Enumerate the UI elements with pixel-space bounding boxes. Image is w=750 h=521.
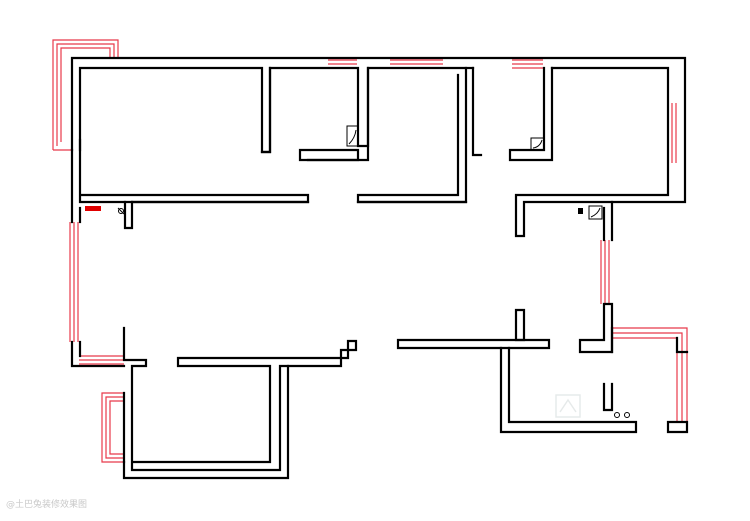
window-right-lower-bay xyxy=(612,327,688,422)
fixtures xyxy=(85,125,630,418)
valve-left xyxy=(117,207,125,215)
window-top-3 xyxy=(512,59,543,69)
windows xyxy=(52,39,688,463)
watermark-logo xyxy=(555,394,581,418)
window-right-middle xyxy=(600,240,610,304)
sink-lower-right xyxy=(614,412,630,418)
window-left-lower xyxy=(79,355,124,365)
heater-red xyxy=(85,206,101,211)
window-left xyxy=(69,222,79,342)
walls xyxy=(70,56,689,480)
window-top-1 xyxy=(328,59,357,69)
window-right-upper xyxy=(667,103,677,163)
window-top-2 xyxy=(390,59,443,69)
watermark-text: @土巴兔装修效果图 xyxy=(6,500,88,510)
shower-right-mid xyxy=(588,205,603,220)
valve-right xyxy=(578,208,583,214)
window-top-left-bay xyxy=(52,39,119,151)
window-lower-left-bay xyxy=(101,392,125,463)
shower-top-middle xyxy=(346,125,359,147)
shower-top-right xyxy=(530,137,545,151)
